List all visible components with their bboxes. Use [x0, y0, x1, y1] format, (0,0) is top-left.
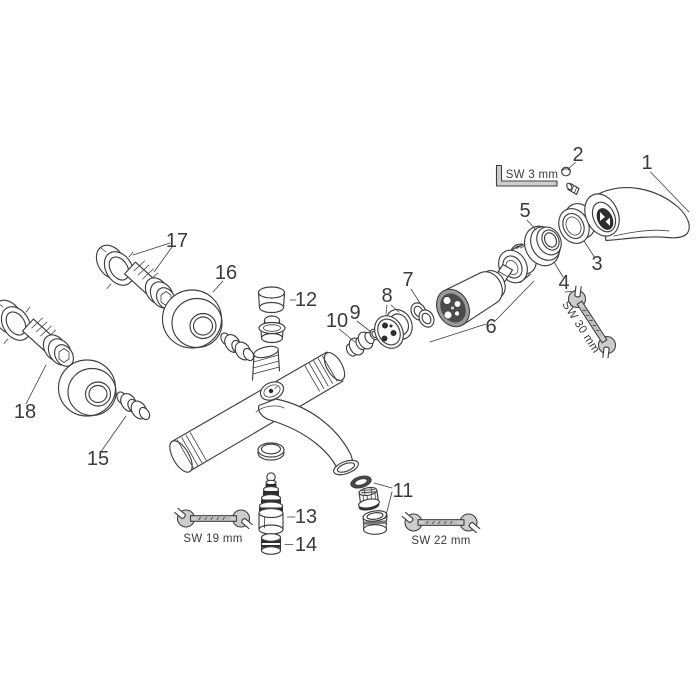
tool-sw19-wrench	[174, 507, 253, 530]
part-8-base-disc	[374, 309, 413, 349]
part-18-union-nut-eccentric	[0, 299, 75, 367]
part-5-grooved-sleeve	[523, 225, 562, 267]
part-label-5: 5	[519, 200, 530, 222]
part-label-4: 4	[558, 272, 569, 294]
part-6-cartridge	[435, 243, 537, 328]
part-2-set-screw	[561, 166, 580, 196]
part-1-lever-handle	[584, 187, 690, 242]
upper-inlet-connector	[220, 332, 255, 362]
part-16-escutcheon	[161, 289, 223, 349]
part-label-3: 3	[591, 253, 602, 275]
tool-sw22-wrench	[401, 511, 481, 534]
part-label-17: 17	[166, 230, 188, 252]
part-label-2: 2	[572, 144, 583, 166]
leader-lines	[25, 162, 690, 545]
part-label-8: 8	[381, 285, 392, 307]
part-label-9: 9	[349, 302, 360, 324]
part-label-7: 7	[402, 269, 413, 291]
tool-sw3-allen-key	[495, 164, 558, 187]
part-label-10: 10	[326, 310, 348, 332]
spout	[255, 398, 359, 476]
part-label-11: 11	[393, 480, 414, 502]
part-10-adapter	[345, 331, 375, 357]
part-13-diverter-cartridge	[258, 472, 284, 535]
base-seal-ring	[257, 442, 285, 461]
part-label-16: 16	[215, 262, 237, 284]
part-11-aerator-stack	[350, 475, 388, 535]
part-label-13: 13	[295, 506, 317, 528]
part-label-1: 1	[641, 152, 652, 174]
part-label-15: 15	[87, 448, 109, 470]
lower-escutcheon	[57, 359, 117, 417]
tool-label-sw19: SW 19 mm	[183, 533, 242, 545]
tool-label-sw3: SW 3 mm	[506, 169, 559, 181]
part-14-insert	[260, 533, 282, 555]
tool-label-sw22: SW 22 mm	[411, 535, 470, 547]
part-12-diverter-knob	[257, 286, 286, 344]
part-label-12: 12	[295, 289, 317, 311]
part-15-inlet-connector	[116, 391, 151, 421]
part-label-18: 18	[14, 401, 36, 423]
part-7-o-rings	[410, 302, 435, 328]
part-label-6: 6	[485, 316, 496, 338]
part-label-14: 14	[295, 534, 317, 556]
mixer-body	[169, 345, 346, 473]
